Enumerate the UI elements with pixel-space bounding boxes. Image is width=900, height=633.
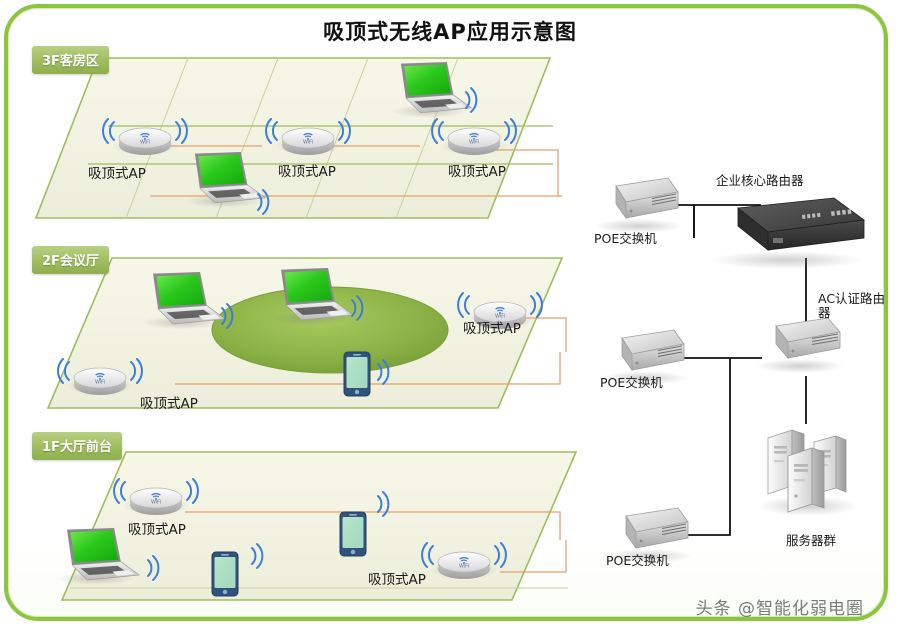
page-title: 吸顶式无线AP应用示意图: [323, 20, 577, 44]
access-point[interactable]: WiFi: [457, 292, 543, 329]
ac-router-label: AC认证路由器: [818, 291, 886, 321]
ap-label: 吸顶式AP: [463, 321, 521, 337]
floor-label-1f: 1F大厅前台: [32, 432, 122, 460]
ap-label: 吸顶式AP: [278, 164, 336, 180]
ap-label: 吸顶式AP: [368, 572, 426, 588]
client-phone: [211, 551, 239, 597]
client-laptop: [185, 152, 267, 208]
ap-label: 吸顶式AP: [140, 396, 198, 412]
poe-switch[interactable]: [604, 507, 692, 563]
access-point[interactable]: WiFi: [421, 542, 507, 579]
poe-switch[interactable]: [600, 329, 688, 385]
client-laptop: [56, 528, 141, 586]
svg-text:WiFi: WiFi: [303, 140, 313, 146]
svg-text:WiFi: WiFi: [495, 314, 505, 320]
floor-label-3f: 3F客房区: [32, 46, 109, 74]
core-router[interactable]: [710, 197, 866, 269]
svg-text:WiFi: WiFi: [140, 140, 150, 146]
access-point[interactable]: WiFi: [113, 478, 199, 515]
wifi-wave-icon: [377, 359, 390, 385]
client-phone: [343, 351, 371, 397]
svg-text:WiFi: WiFi: [95, 380, 105, 386]
ap-label: 吸顶式AP: [448, 164, 506, 180]
ap-label: 吸顶式AP: [88, 166, 146, 182]
client-phone: [339, 511, 367, 557]
ap-label: 吸顶式AP: [128, 522, 186, 538]
wifi-wave-icon: [257, 87, 478, 215]
ac-router[interactable]: [756, 317, 844, 373]
access-point[interactable]: WiFi: [102, 118, 188, 155]
floor-label-2f: 2F会议厅: [32, 246, 109, 274]
svg-text:WiFi: WiFi: [459, 564, 469, 570]
poe-switch-label: POE交换机: [600, 375, 663, 390]
access-point[interactable]: WiFi: [57, 358, 143, 395]
svg-text:WiFi: WiFi: [469, 140, 479, 146]
ap-cable-runs: [150, 145, 567, 573]
server-cluster[interactable]: [758, 429, 858, 516]
poe-switch-label: POE交换机: [594, 231, 657, 246]
server-cluster-label: 服务器群: [786, 533, 837, 548]
poe-switch[interactable]: [594, 177, 682, 233]
watermark: 头条 @智能化弱电圈: [695, 599, 864, 619]
client-laptop: [270, 268, 355, 326]
client-laptop: [391, 62, 473, 118]
core-router-label: 企业核心路由器: [716, 173, 804, 188]
wifi-wave-icon: [147, 491, 390, 581]
wifi-wave-icon: [221, 295, 364, 329]
access-point[interactable]: WiFi: [431, 118, 517, 155]
svg-text:WiFi: WiFi: [151, 500, 161, 506]
access-point[interactable]: WiFi: [265, 118, 351, 155]
poe-switch-label: POE交换机: [606, 553, 669, 568]
client-laptop: [142, 272, 227, 330]
